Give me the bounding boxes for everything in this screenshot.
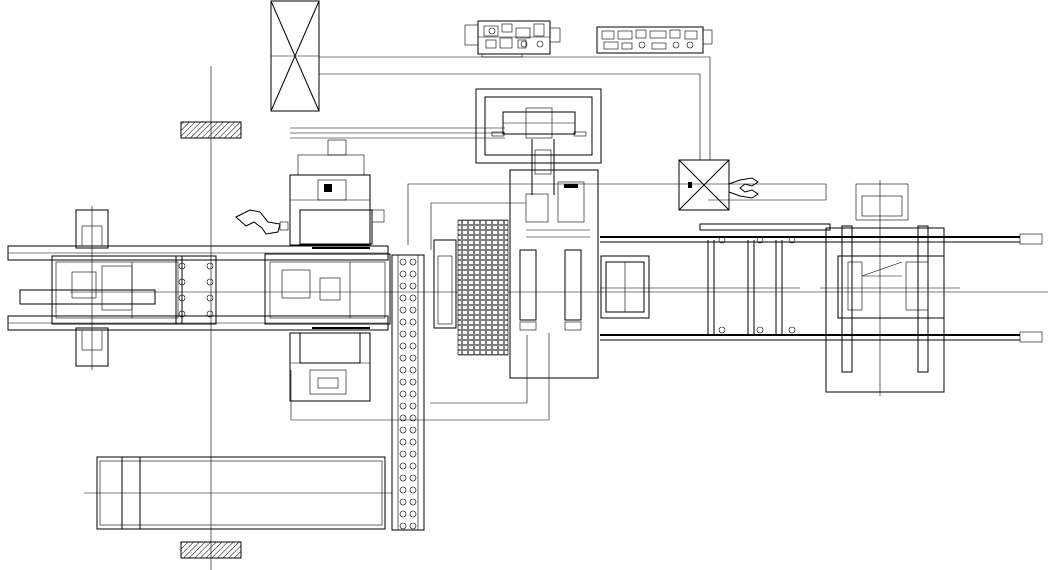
control-cabinet-2 [596,26,713,54]
chain-link [409,402,417,410]
chain-link [409,330,417,338]
cable-routing [290,56,827,421]
chain-link [409,270,417,278]
overhead-drive-unit [475,88,602,195]
robot-gripper-left [235,209,289,235]
inspection-frame [600,255,650,319]
transfer-box-right [678,159,730,211]
chain-link [409,390,417,398]
roller-bars-middle [509,169,599,379]
chain-link [409,306,417,314]
chain-link [399,522,407,530]
chain-link [409,342,417,350]
chain-link [409,258,417,266]
chain-link [399,474,407,482]
left-axis-centerline [70,66,1048,570]
main-conveyor-rails [7,233,1043,343]
chain-link [409,378,417,386]
control-cabinet-1 [464,20,561,58]
chain-link [399,270,407,278]
chain-link [409,510,417,518]
chain-link [409,294,417,302]
chain-link [409,414,417,422]
right-transfer-frame [600,223,831,336]
chain-link [399,390,407,398]
hatched-column-top [180,121,242,139]
chain-link [399,426,407,434]
chain-link [399,402,407,410]
right-end-station [820,180,960,396]
left-end-station [19,206,183,370]
hatched-column-bottom [180,541,242,559]
chain-link [399,366,407,374]
chain-link [399,330,407,338]
roller-section-left [175,255,217,325]
chain-link [399,486,407,494]
chain-link [399,306,407,314]
chain-link [409,354,417,362]
chain-link [399,498,407,506]
chain-link [399,462,407,470]
chain-link [399,438,407,446]
chain-link [409,474,417,482]
chain-link [409,438,417,446]
storage-bin-top-left [270,0,320,112]
chain-link [409,498,417,506]
chain-link [399,318,407,326]
robot-gripper-right [728,177,759,199]
chain-link [409,450,417,458]
chain-link [409,426,417,434]
chain-link [399,354,407,362]
chain-conveyor-vertical [391,254,425,531]
press-station-upper [289,139,385,246]
rack-grid [433,219,509,356]
chain-link [409,366,417,374]
chain-link [399,282,407,290]
chain-link [399,342,407,350]
chain-link [399,258,407,266]
chain-link [399,450,407,458]
chain-link [409,318,417,326]
chain-link [399,378,407,386]
chain-link [399,510,407,518]
chain-link [399,414,407,422]
chain-link [399,294,407,302]
chain-link [409,462,417,470]
lower-left-table [84,456,392,530]
press-station-lower [289,332,371,402]
chain-link [409,486,417,494]
central-conveyor [264,247,391,329]
chain-link [409,282,417,290]
chain-link [409,522,417,530]
